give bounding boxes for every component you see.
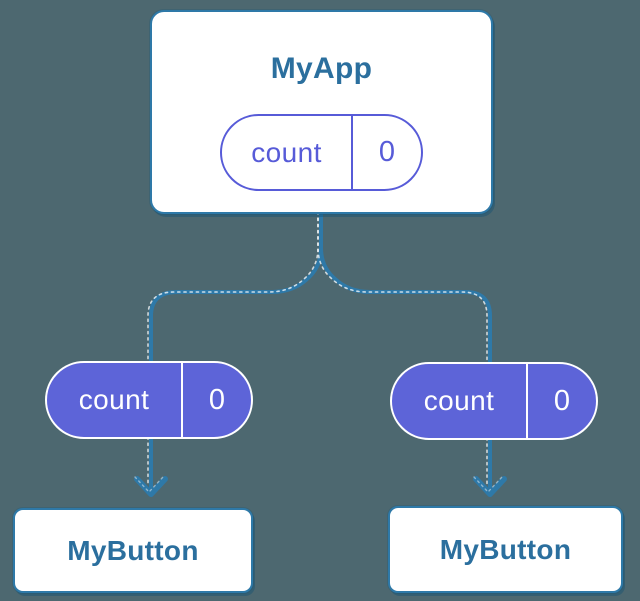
prop-pill-right: count 0	[390, 362, 598, 440]
arrowhead-down-right-icon	[473, 476, 507, 497]
connector-path-right	[319, 210, 492, 491]
parent-state-pill: count 0	[220, 114, 423, 191]
arrowhead-down-left-icon	[134, 476, 168, 497]
child-component-title: MyButton	[439, 533, 572, 565]
flow-dash-left	[147, 211, 319, 487]
state-key-label: count	[222, 116, 353, 189]
prop-key-label: count	[392, 364, 528, 438]
child-component-title: MyButton	[67, 534, 199, 566]
arrowhead-dash-right	[473, 476, 503, 494]
child-component-box-right: MyButton	[388, 506, 623, 593]
parent-component-box: MyApp count 0	[150, 10, 493, 214]
parent-component-title: MyApp	[270, 52, 373, 85]
prop-value-label: 0	[208, 383, 226, 416]
arrowhead-dash-left	[134, 476, 164, 494]
prop-key-label: count	[47, 363, 183, 437]
state-value-label: 0	[378, 136, 396, 168]
flow-dash-right	[317, 211, 488, 487]
child-component-box-left: MyButton	[13, 508, 253, 593]
prop-pill-left: count 0	[45, 361, 253, 439]
prop-value-label: 0	[553, 384, 571, 417]
connector-path-left	[149, 210, 323, 491]
